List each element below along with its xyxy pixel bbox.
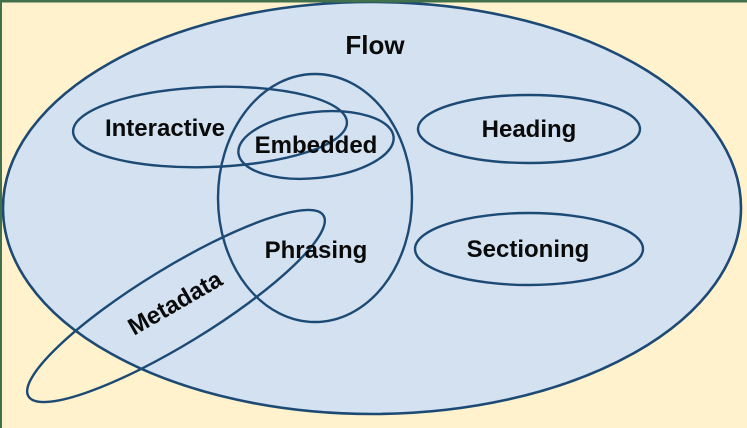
sectioning-ellipse <box>413 211 645 287</box>
embedded-ellipse <box>237 109 395 181</box>
interactive-label: Interactive <box>105 115 225 142</box>
flow-label: Flow <box>345 30 405 60</box>
frame-border-top <box>0 0 747 3</box>
frame-border-left <box>0 0 2 428</box>
sectioning-label: Sectioning <box>467 236 590 263</box>
interactive-ellipse <box>71 85 349 169</box>
embedded-label: Embedded <box>255 132 378 159</box>
phrasing-ellipse <box>216 72 414 324</box>
metadata-ellipse <box>25 208 327 404</box>
flow-ellipse <box>1 0 743 416</box>
heading-ellipse <box>416 93 642 165</box>
phrasing-label: Phrasing <box>265 237 368 264</box>
heading-label: Heading <box>482 116 577 143</box>
